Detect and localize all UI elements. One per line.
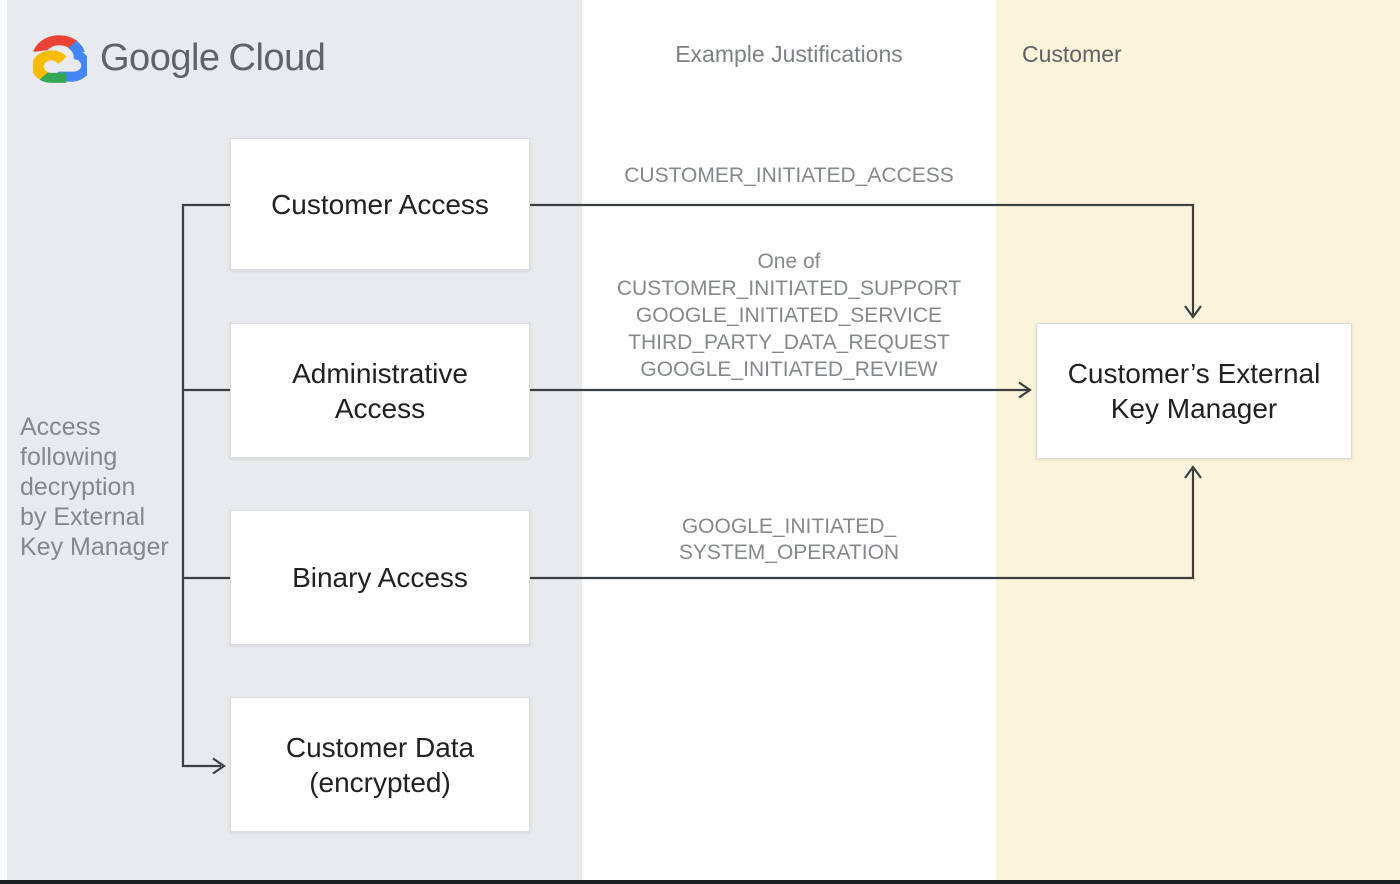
google-cloud-icon <box>33 35 87 83</box>
cloud-icon-green-segment <box>39 72 67 83</box>
justification-option: GOOGLE_INITIATED_REVIEW <box>640 358 938 381</box>
binary-access-justification: GOOGLE_INITIATED_ SYSTEM_OPERATION <box>582 514 996 566</box>
justification-option: CUSTOMER_INITIATED_SUPPORT <box>616 277 962 300</box>
note-line: Access <box>20 413 101 441</box>
customer-header: Customer <box>1022 41 1122 67</box>
cloud-icon-yellow-segment <box>33 50 67 80</box>
justification-line1: GOOGLE_INITIATED_ <box>681 515 897 538</box>
customer-data-box: Customer Data (encrypted) <box>230 697 530 832</box>
customer-access-box: Customer Access <box>230 138 530 270</box>
customer-data-label-line2: (encrypted) <box>309 766 451 798</box>
left-edge-strip <box>0 0 7 880</box>
example-justifications-zone-background <box>582 0 996 884</box>
cloud-icon-red-segment <box>33 35 78 52</box>
cloud-icon-blue-segment <box>57 40 87 82</box>
logo-word-cloud: Cloud <box>228 36 326 79</box>
note-line: following <box>20 443 118 471</box>
note-line: decryption <box>20 473 136 501</box>
administrative-access-justification: One of CUSTOMER_INITIATED_SUPPORT GOOGLE… <box>582 248 996 383</box>
customers-external-key-manager-box: Customer’s External Key Manager <box>1036 323 1352 459</box>
justification-option: GOOGLE_INITIATED_SERVICE <box>635 304 943 327</box>
customer-access-label: Customer Access <box>271 188 489 220</box>
ekm-label-line2: Key Manager <box>1110 393 1278 424</box>
justification-one-of: One of <box>757 250 821 273</box>
binary-access-label: Binary Access <box>292 562 468 593</box>
note-line: by External <box>20 503 146 531</box>
bottom-border-bar <box>0 880 1400 884</box>
note-line: Key Manager <box>20 533 169 561</box>
justification-option: THIRD_PARTY_DATA_REQUEST <box>628 331 950 354</box>
administrative-access-label-line1: Administrative <box>292 357 468 389</box>
example-justifications-header: Example Justifications <box>675 41 903 67</box>
administrative-access-label-line2: Access <box>334 392 426 424</box>
access-following-decryption-note: Access following decryption by External … <box>20 412 169 562</box>
logo-word-google: Google <box>100 36 220 79</box>
justification-line2: SYSTEM_OPERATION <box>678 541 900 564</box>
customer-access-justification: CUSTOMER_INITIATED_ACCESS <box>624 164 954 187</box>
ekm-label-line1: Customer’s External <box>1067 358 1321 389</box>
binary-access-box: Binary Access <box>230 510 530 645</box>
administrative-access-box: Administrative Access <box>230 323 530 458</box>
customer-data-label-line1: Customer Data <box>285 731 475 763</box>
